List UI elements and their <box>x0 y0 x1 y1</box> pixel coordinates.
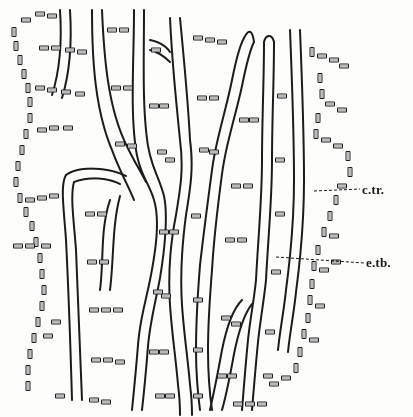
label-ctr: c.tr. <box>362 182 384 198</box>
ctr-leader-line <box>314 189 360 191</box>
label-etb: e.tb. <box>366 255 391 271</box>
